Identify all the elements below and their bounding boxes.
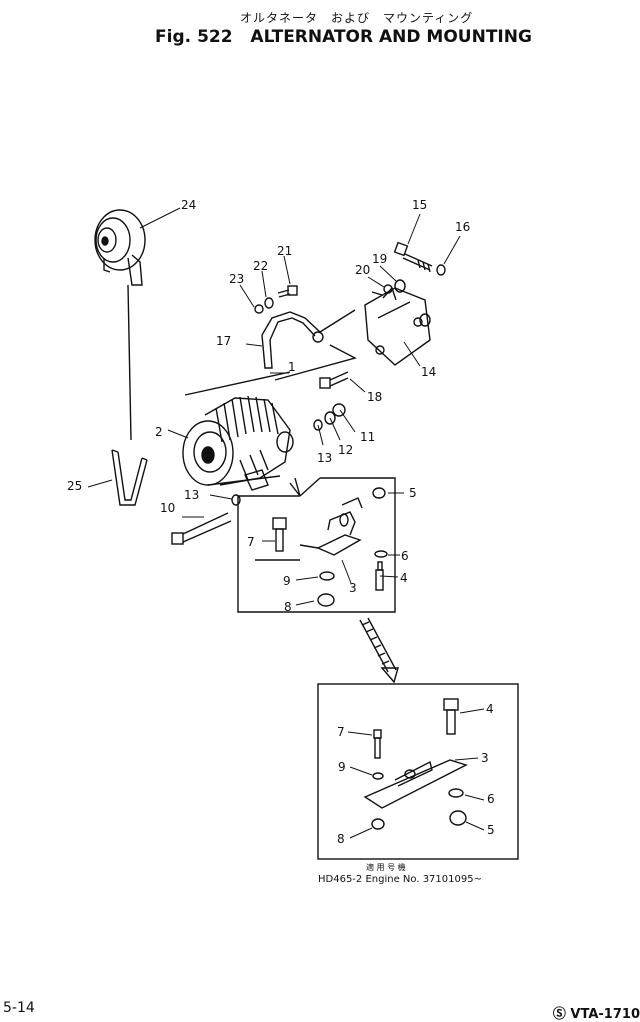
callout-13: 13 — [317, 451, 332, 465]
washer-23 — [254, 304, 264, 314]
mounting-bracket — [364, 286, 431, 366]
bolt-21 — [277, 285, 298, 298]
japanese-title: オルタネータ および マウンティング — [240, 11, 474, 25]
callout-6: 6 — [401, 549, 409, 563]
callout-numbers: 1 2 3 4 5 6 7 8 9 10 11 12 13 13 14 15 1… — [67, 198, 495, 846]
callout-9: 9 — [283, 574, 291, 588]
document-code: Ⓢ VTA-1710 — [552, 1007, 640, 1022]
callout-2: 2 — [155, 425, 163, 439]
callout-18: 18 — [367, 390, 382, 404]
callout-1: 1 — [288, 360, 296, 374]
upper-mount-parts — [255, 487, 388, 607]
washer-22 — [264, 297, 274, 309]
inset-callout-4: 4 — [486, 702, 494, 716]
upper-inset-frame — [237, 477, 396, 613]
fig-caption: ALTERNATOR AND MOUNTING — [250, 27, 532, 47]
callout-11: 11 — [360, 430, 375, 444]
applicable-model-label: 適 用 号 機 — [366, 863, 406, 872]
callout-4: 4 — [400, 571, 408, 585]
washer-16 — [436, 264, 446, 276]
hatched-arrow — [359, 617, 399, 684]
fig-label: Fig. — [155, 27, 192, 47]
inset-callout-3: 3 — [481, 751, 489, 765]
page-number: 5-14 — [3, 1000, 35, 1016]
callout-25: 25 — [67, 479, 82, 493]
bolt-15 — [393, 241, 433, 273]
callout-17: 17 — [216, 334, 231, 348]
washer-12 — [324, 411, 336, 425]
inset-callout-6: 6 — [487, 792, 495, 806]
inset-callout-8: 8 — [337, 832, 345, 846]
v-belt — [111, 449, 148, 506]
callout-5: 5 — [409, 486, 417, 500]
nut-19 — [394, 279, 406, 293]
callout-13-left: 13 — [184, 488, 199, 502]
callout-15: 15 — [412, 198, 427, 212]
callout-8: 8 — [284, 600, 292, 614]
callout-10: 10 — [160, 501, 175, 515]
inset-callout-9: 9 — [338, 760, 346, 774]
leader-lines — [87, 207, 485, 839]
washer-20 — [383, 284, 393, 294]
lower-mount-parts — [363, 698, 468, 830]
inset-callout-7: 7 — [337, 725, 345, 739]
lower-inset-frame — [317, 683, 519, 860]
figure-title: Fig.522 ALTERNATOR AND MOUNTING — [155, 27, 538, 47]
adjust-bracket — [261, 311, 324, 369]
bolt-18 — [319, 371, 349, 389]
callout-12: 12 — [338, 443, 353, 457]
callout-19: 19 — [372, 252, 387, 266]
callout-23: 23 — [229, 272, 244, 286]
callout-24: 24 — [181, 198, 196, 212]
washer-13b — [231, 494, 241, 506]
fig-number: 522 — [197, 27, 233, 47]
applicable-model-serial: HD465-2 Engine No. 37101095~ — [318, 874, 482, 885]
callout-7: 7 — [247, 535, 255, 549]
callout-21: 21 — [277, 244, 292, 258]
bolt-10 — [171, 512, 232, 545]
callout-16: 16 — [455, 220, 470, 234]
inset-callout-5: 5 — [487, 823, 495, 837]
callout-3: 3 — [349, 581, 357, 595]
nut-11 — [332, 403, 346, 417]
alternator — [182, 395, 294, 491]
callout-20: 20 — [355, 263, 370, 277]
callout-14: 14 — [421, 365, 436, 379]
washer-13 — [313, 419, 323, 431]
pulley — [94, 209, 146, 286]
callout-22: 22 — [253, 259, 268, 273]
